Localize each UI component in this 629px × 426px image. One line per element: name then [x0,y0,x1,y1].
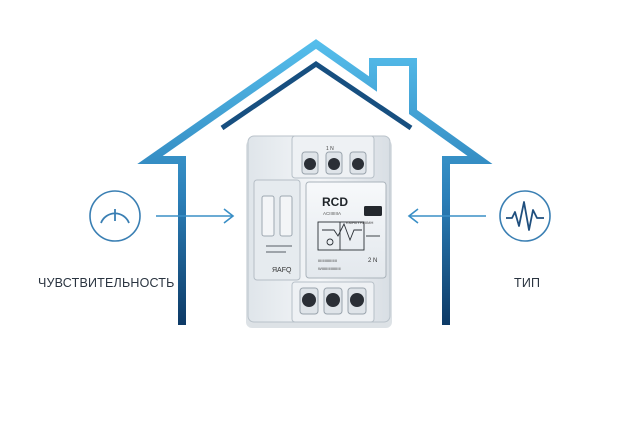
gauge-icon [89,190,141,242]
test-button [364,206,382,216]
device-brand: RCD [322,195,348,209]
device-model: ACIIIIIIIA [323,211,341,216]
rcd-device: ЯAFQ RCD ACIIIIIIIA KMHIIYHIIIIMH IIIIII… [246,135,392,328]
arrow-right [407,208,486,224]
pulse-wave-icon [499,190,551,242]
arrow-left [156,208,235,224]
terminal-bottom-label: 2 N [368,258,377,264]
device-small-text-2: IIIIIIIIIIIIIIIII [318,258,337,263]
house-outline [137,39,493,325]
house-outer-path [137,39,493,325]
circuit-schematic [317,221,380,251]
sensitivity-label: ЧУВСТВИТЕЛЬНОСТЬ [38,276,175,290]
terminal-top-label: 1 N [326,146,334,152]
device-side-text: ЯAFQ [272,267,292,274]
terminals-bottom [299,287,367,315]
device-small-text-1: KMHIIYHIIIIMH [346,220,373,225]
terminals-top [301,151,367,175]
type-label: ТИП [514,276,541,290]
house-inner-roof [220,60,413,131]
device-rating-text: WIIIIIIIIIIIIIIIII [318,266,341,271]
